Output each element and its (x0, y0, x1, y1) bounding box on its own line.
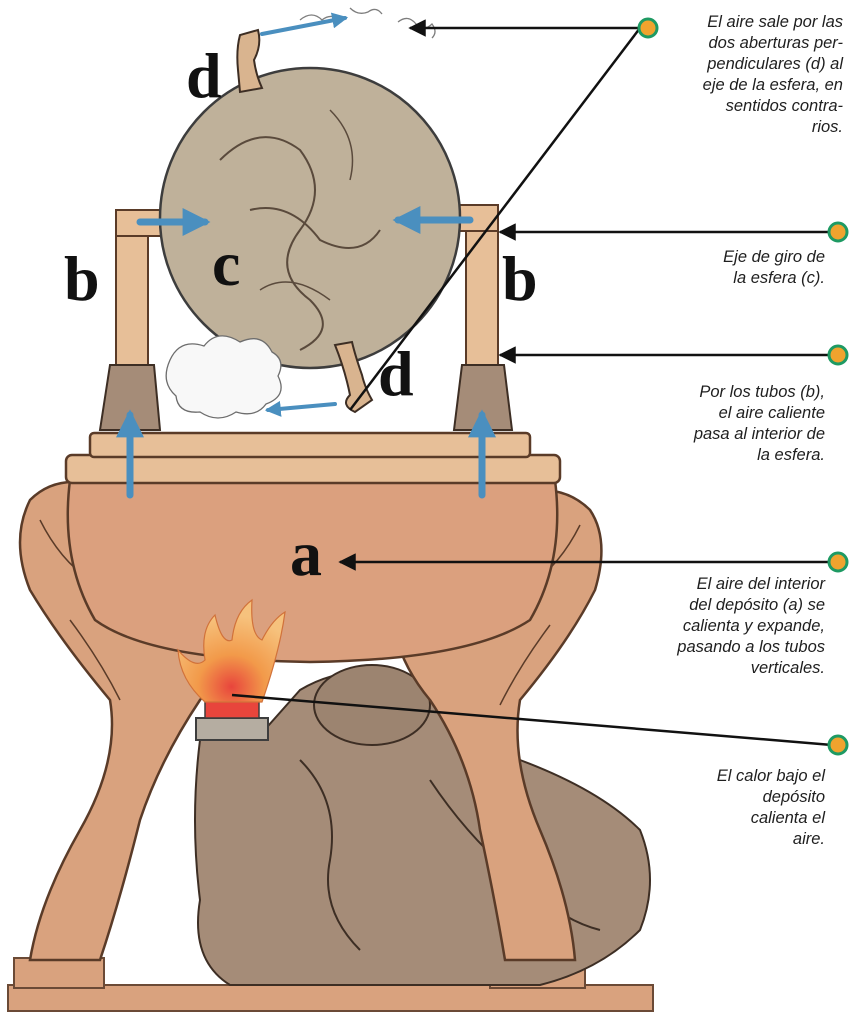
steam-bottom (166, 336, 281, 418)
seated-figure (195, 665, 650, 985)
note-tank: El aire del interior del depósito (a) se… (610, 574, 825, 679)
marker-tank (829, 553, 847, 571)
note-heat: El calor bajo el depósito calienta el ai… (640, 766, 825, 850)
marker-tubes (829, 346, 847, 364)
label-a: a (290, 518, 322, 589)
label-b-right: b (502, 243, 538, 314)
note-exhaust: El aire sale por las dos aberturas per- … (628, 12, 843, 138)
note-axis: Eje de giro de la esfera (c). (640, 247, 825, 289)
label-c: c (212, 228, 240, 299)
marker-heat (829, 736, 847, 754)
nozzle-top (237, 30, 262, 92)
burner (196, 700, 268, 740)
label-b-left: b (64, 243, 100, 314)
label-d-top: d (186, 40, 222, 111)
marker-axis (829, 223, 847, 241)
note-tubes: Por los tubos (b), el aire caliente pasa… (620, 382, 825, 466)
